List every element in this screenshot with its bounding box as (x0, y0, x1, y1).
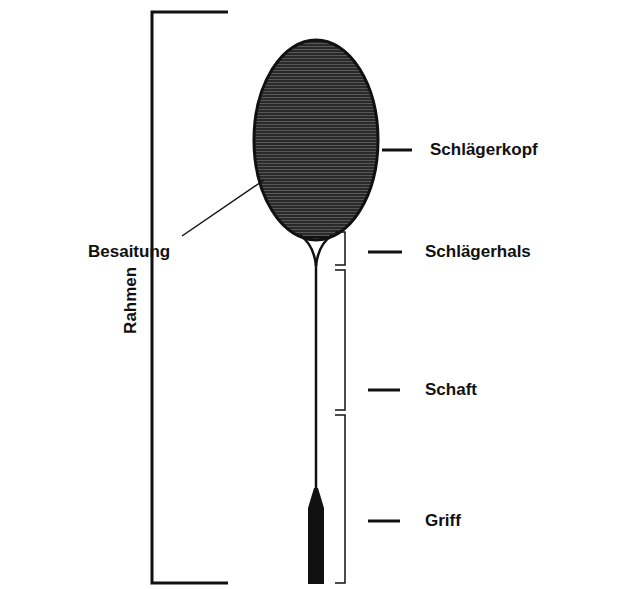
part-label: Besaitung (88, 243, 170, 262)
racket-head (254, 40, 378, 240)
throat-brace (335, 232, 345, 265)
part-label: Schaft (425, 381, 477, 400)
part-label: Schlägerkopf (430, 141, 538, 160)
part-label: Griff (425, 512, 461, 531)
throat-bridge (300, 236, 332, 238)
racket-shaft (315, 264, 318, 492)
frame-bracket (152, 12, 228, 583)
racket-throat (300, 235, 332, 266)
racket-grip (308, 488, 324, 584)
label-dash (368, 251, 402, 254)
label-dash (382, 149, 412, 152)
shaft-brace (335, 270, 345, 410)
leader-line (182, 180, 264, 236)
grip-brace (335, 415, 345, 583)
frame-label: Rahmen (123, 266, 142, 333)
part-label: Schlägerhals (425, 243, 531, 262)
label-dash (368, 520, 400, 523)
label-dash (368, 389, 400, 392)
